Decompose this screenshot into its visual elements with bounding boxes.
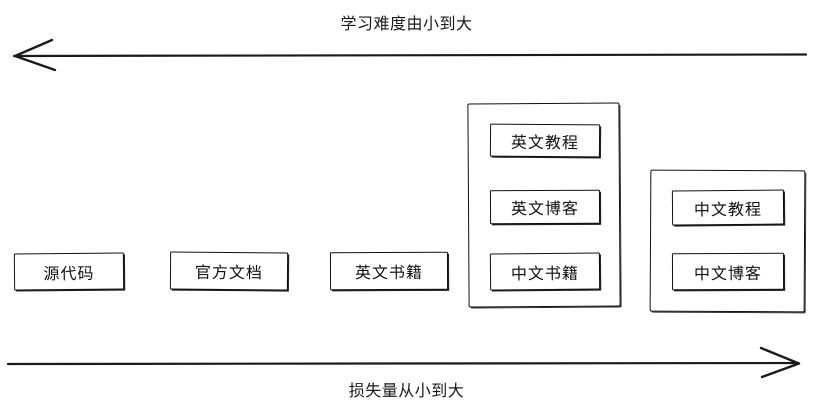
- loss-axis-arrow: [6, 346, 801, 379]
- node-label: 英文博客: [510, 198, 580, 219]
- node-english-blog[interactable]: 英文博客: [489, 189, 601, 225]
- node-label: 英文教程: [510, 132, 580, 152]
- node-label: 源代码: [43, 263, 95, 283]
- node-english-tutorial[interactable]: 英文教程: [489, 123, 601, 158]
- top-axis-label: 学习难度由小到大: [340, 14, 473, 33]
- node-label: 中文书籍: [510, 263, 580, 283]
- node-label: 英文书籍: [354, 262, 424, 283]
- node-label: 中文博客: [693, 263, 763, 283]
- node-chinese-blog[interactable]: 中文博客: [671, 252, 785, 291]
- node-source-code[interactable]: 源代码: [13, 252, 125, 291]
- node-english-books[interactable]: 英文书籍: [329, 251, 449, 291]
- difficulty-axis-arrow: [12, 38, 808, 72]
- node-official-docs[interactable]: 官方文档: [169, 251, 289, 291]
- node-chinese-books[interactable]: 中文书籍: [489, 252, 601, 291]
- node-label: 官方文档: [194, 262, 264, 283]
- node-chinese-tutorial[interactable]: 中文教程: [671, 189, 785, 226]
- bottom-axis-label: 损失量从小到大: [348, 381, 465, 400]
- node-label: 中文教程: [693, 199, 763, 219]
